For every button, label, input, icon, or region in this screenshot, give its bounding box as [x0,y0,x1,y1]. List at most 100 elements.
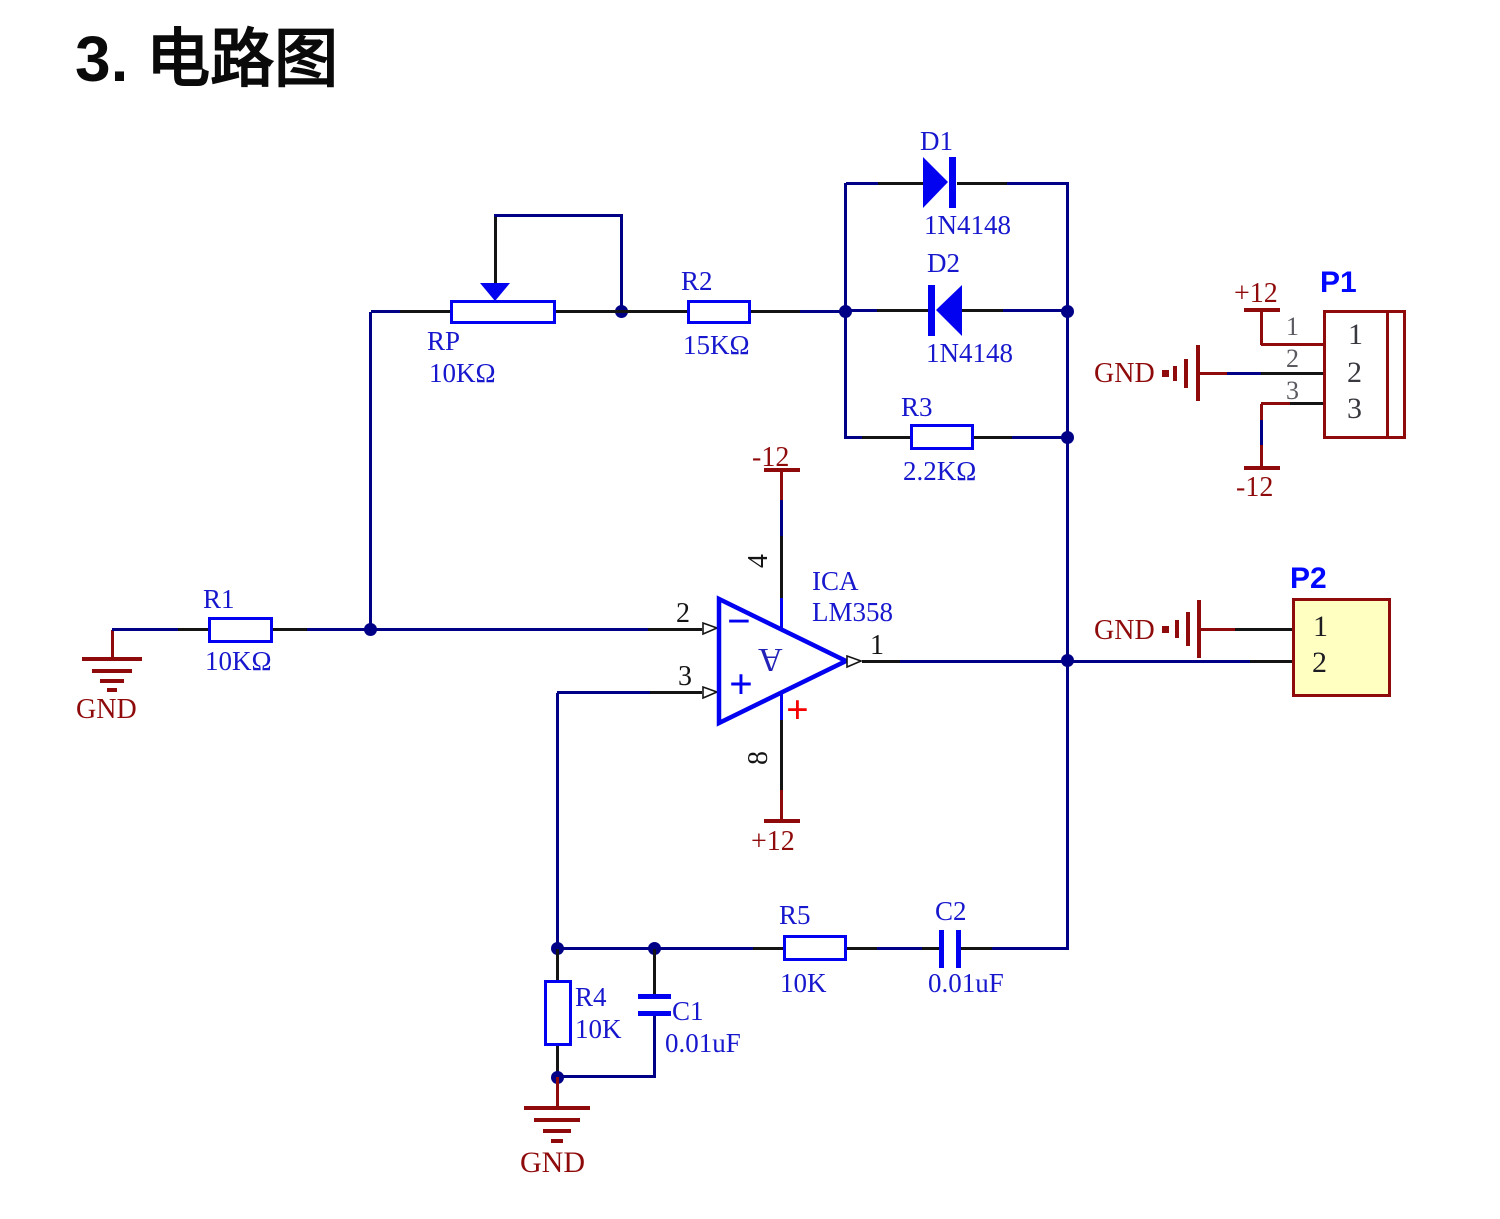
wire-segment [780,500,783,536]
wire-segment [1290,402,1323,405]
resistor-r5-symbol [783,935,847,961]
page-title: 3. 电路图 [75,23,339,95]
wire-segment [557,691,650,694]
resistor-r4-ref: R4 [575,982,607,1012]
ground-symbol [1184,359,1188,388]
wire-segment [400,310,450,313]
wire-segment [371,628,648,631]
power-bar [764,819,800,823]
diode-d1-ref: D1 [920,126,953,156]
connector-p1-body [1386,310,1406,439]
wire-segment [111,630,114,658]
wire-segment [877,947,922,950]
resistor-r5-ref: R5 [779,900,811,930]
wire-segment [1003,309,1069,312]
capacitor-c2-symbol [956,930,961,968]
opamp-pin8-number: 8 [743,751,774,765]
wire-segment [1260,420,1263,445]
junction-dot [551,942,564,955]
wire-segment [1235,628,1292,631]
wire-segment [844,436,862,439]
junction-dot [1061,431,1074,444]
wire-segment [653,949,656,994]
wire-segment [1199,372,1227,375]
capacitor-c1-ref: C1 [672,996,704,1026]
opamp-pin4-number: 4 [743,554,774,568]
wire-segment [780,472,783,500]
power-bar [1244,466,1280,470]
wire-segment [962,309,1003,312]
potentiometer-rp-ref: RP [427,326,461,356]
wire-segment [369,312,372,630]
ground-symbol [1197,600,1201,658]
wire-segment [900,660,1069,663]
resistor-r4-value: 10K [575,1014,622,1044]
wire-segment [112,628,178,631]
capacitor-c2-value: 0.01uF [928,968,1004,998]
wire-segment [846,309,877,312]
wire-segment [847,947,877,950]
wire-segment [1066,182,1069,950]
wire-segment [992,947,1069,950]
wire-segment [653,1016,656,1078]
wire-segment [556,693,559,949]
wire-segment [556,949,559,980]
wire-segment [753,947,783,950]
wire-segment [751,310,800,313]
wire-segment [780,720,783,790]
wire-segment [620,214,623,312]
wire-segment [974,436,1012,439]
wire-segment [1261,372,1323,375]
diode-d2-value: 1N4148 [926,338,1013,368]
ground-symbol [1196,345,1200,401]
wire-segment [1260,445,1263,468]
pin-arrow [702,622,719,636]
wire-segment [957,182,1007,185]
connector-p1-pin-label: 2 [1347,356,1362,389]
connector-p2-ref: P2 [1290,562,1327,595]
junction-dot [648,942,661,955]
resistor-r2-value: 15KΩ [683,330,750,360]
ground-symbol [524,1106,590,1110]
capacitor-c2-ref: C2 [935,896,967,926]
ground-symbol [100,679,124,683]
connector-p1-ref: P1 [1320,266,1357,299]
pin-arrow [702,686,719,700]
ground-label: GND [1094,358,1155,389]
wire-segment [494,214,623,217]
wire-segment [1227,372,1261,375]
ground-symbol [82,657,142,661]
ground-symbol [1175,620,1179,638]
wire-segment [648,628,702,631]
diode-d2-symbol [928,285,962,336]
ground-symbol [1162,370,1169,377]
wire-segment [178,628,208,631]
wire-segment [556,310,622,313]
ground-label: GND [520,1146,585,1179]
resistor-r3-symbol [910,424,974,450]
wire-segment [780,692,783,720]
wire-segment [922,947,939,950]
resistor-r4-symbol [544,980,572,1046]
ground-symbol [1162,626,1169,633]
wire-segment [1250,660,1292,663]
ground-symbol [534,1118,580,1122]
wire-segment [780,598,783,631]
ground-symbol [551,1139,563,1143]
connector-p2-pin-label: 1 [1313,610,1328,643]
opamp-pin1-number: 1 [870,630,884,661]
potentiometer-wiper-arrow [480,283,510,301]
wire-segment [494,214,497,283]
opamp-inverting-sign: − [727,599,751,645]
junction-dot [1061,305,1074,318]
opamp-pin2-number: 2 [676,598,690,629]
opamp-pin3-number: 3 [678,661,692,692]
capacitor-c1-symbol [638,1011,671,1016]
wire-segment [846,182,878,185]
wire-segment [307,628,371,631]
ground-symbol [1186,612,1190,646]
connector-p1-pin-number: 3 [1286,376,1299,405]
wire-segment [1200,628,1235,631]
opamp-part-number: LM358 [812,597,893,627]
